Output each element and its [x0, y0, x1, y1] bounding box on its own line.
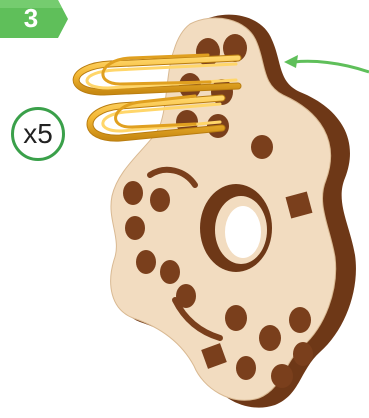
hole-bottom-1	[225, 305, 247, 331]
hole-bottom-6	[293, 342, 313, 366]
hole-bottom-2	[259, 325, 281, 351]
quantity-label: x5	[14, 110, 62, 158]
hole-bottom-3	[289, 307, 311, 333]
quantity-badge: x5	[11, 107, 65, 161]
hole-left-2	[150, 188, 170, 212]
hole-left-4	[136, 250, 156, 274]
hole-left-5	[160, 260, 180, 284]
hole-left-1	[123, 181, 143, 205]
hole-left-3	[125, 216, 145, 240]
center-hole	[200, 184, 272, 272]
hole-bottom-4	[236, 356, 256, 380]
hole-right-upper	[251, 135, 273, 159]
step-badge: 3	[0, 0, 70, 38]
step-number: 3	[0, 3, 62, 33]
hole-bottom-5	[271, 364, 293, 388]
pointer-arrow	[284, 55, 369, 72]
